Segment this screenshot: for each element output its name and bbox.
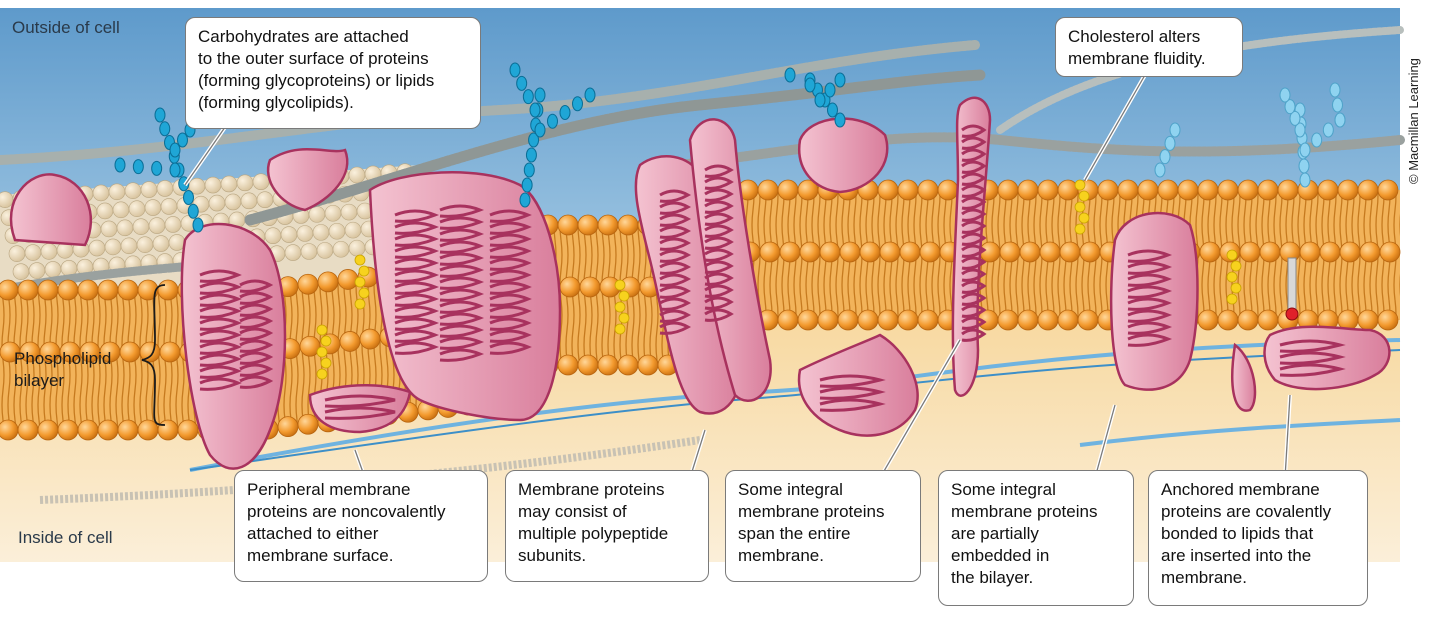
- partially-embedded-callout: Some integral membrane proteins are part…: [938, 470, 1134, 606]
- subunits-callout: Membrane proteins may consist of multipl…: [505, 470, 709, 582]
- anchored-proteins-callout: Anchored membrane proteins are covalentl…: [1148, 470, 1368, 606]
- outside-cell-label: Outside of cell: [12, 18, 120, 37]
- copyright-label: © Macmillan Learning: [1406, 58, 1421, 184]
- peripheral-proteins-callout: Peripheral membrane proteins are noncova…: [234, 470, 488, 582]
- partially-embedded-protein: [1109, 211, 1199, 391]
- cholesterol-molecules: [316, 179, 1242, 380]
- extracellular-fibers: [0, 26, 1405, 295]
- helix-marks: [199, 124, 1346, 420]
- inside-cell-label: Inside of cell: [18, 528, 113, 547]
- peripheral-protein-outer-left: [9, 173, 93, 247]
- outer-glycoprotein: [797, 117, 889, 194]
- carbohydrate-chains: [114, 62, 1346, 233]
- cholesterol-callout: Cholesterol alters membrane fluidity.: [1055, 17, 1243, 77]
- bilayer-brace: [141, 284, 166, 426]
- carbohydrates-callout: Carbohydrates are attached to the outer …: [185, 17, 481, 129]
- spanning-proteins-callout: Some integral membrane proteins span the…: [725, 470, 921, 582]
- lipid-anchor: [1285, 257, 1299, 321]
- phospholipid-bilayer-label: Phospholipid bilayer: [14, 349, 112, 390]
- peripheral-protein-outer: [267, 148, 349, 212]
